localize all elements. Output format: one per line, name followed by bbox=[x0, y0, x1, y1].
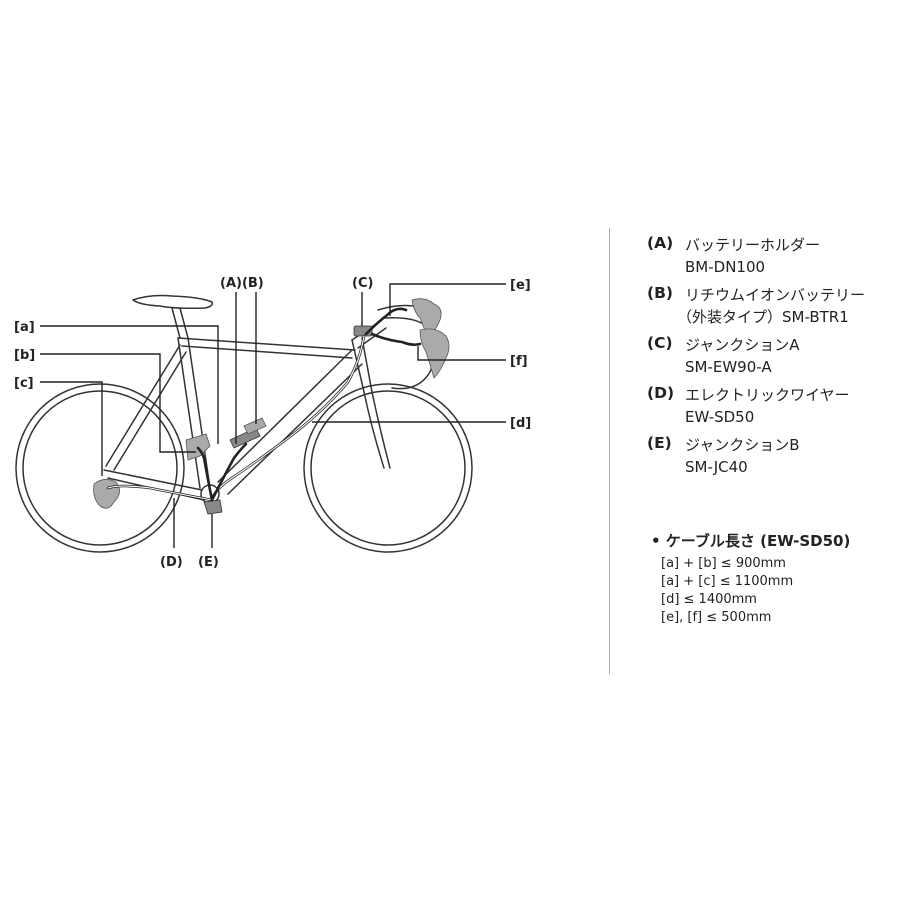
cable-spec: [a] + [b] ≤ 900mm bbox=[661, 556, 786, 571]
legend-item-d: (D) エレクトリックワイヤー EW-SD50 bbox=[647, 384, 897, 428]
cable-spec: [e], [f] ≤ 500mm bbox=[661, 610, 772, 625]
legend-model: BM-DN100 bbox=[685, 258, 766, 276]
cable-length-title: • ケーブル長さ (EW-SD50) bbox=[651, 532, 851, 550]
leader-lines bbox=[40, 283, 506, 548]
label-d-upper: (D) bbox=[160, 555, 183, 570]
front-wheel bbox=[303, 383, 473, 553]
label-d: [d] bbox=[510, 416, 531, 431]
legend-model: EW-SD50 bbox=[685, 408, 755, 426]
legend-code: (B) bbox=[647, 284, 673, 302]
cable-spec: [d] ≤ 1400mm bbox=[661, 592, 757, 607]
legend-item-b: (B) リチウムイオンバッテリー （外装タイプ）SM-BTR1 bbox=[647, 284, 897, 328]
legend-model: SM-JC40 bbox=[685, 458, 748, 476]
rear-derailleur bbox=[93, 479, 120, 509]
legend-model: （外装タイプ）SM-BTR1 bbox=[677, 308, 849, 326]
cable-spec: [a] + [c] ≤ 1100mm bbox=[661, 574, 794, 589]
label-c: (C) bbox=[352, 276, 373, 291]
label-e: [e] bbox=[510, 278, 531, 293]
legend-name: ジャンクションB bbox=[685, 436, 800, 454]
label-f: [f] bbox=[510, 354, 528, 369]
legend-item-e: (E) ジャンクションB SM-JC40 bbox=[647, 434, 897, 478]
legend-name: ジャンクションA bbox=[685, 336, 800, 354]
label-b: [b] bbox=[14, 348, 35, 363]
legend-code: (A) bbox=[647, 234, 674, 252]
legend-model: SM-EW90-A bbox=[685, 358, 772, 376]
label-a-b: (A)(B) bbox=[220, 276, 264, 291]
label-c-small: [c] bbox=[14, 376, 34, 391]
right-shift-lever bbox=[419, 328, 450, 379]
legend-code: (D) bbox=[647, 384, 675, 402]
rear-wheel bbox=[15, 383, 185, 553]
legend-name: リチウムイオンバッテリー bbox=[685, 286, 866, 304]
legend-item-c: (C) ジャンクションA SM-EW90-A bbox=[647, 334, 897, 378]
cable-length-specs: • ケーブル長さ (EW-SD50) [a] + [b] ≤ 900mm [a]… bbox=[651, 530, 891, 627]
legend-code: (E) bbox=[647, 434, 672, 452]
electric-wires bbox=[106, 307, 422, 502]
legend-code: (C) bbox=[647, 334, 673, 352]
legend-item-a: (A) バッテリーホルダー BM-DN100 bbox=[647, 234, 897, 278]
label-e-upper: (E) bbox=[198, 555, 219, 570]
junction-b bbox=[203, 499, 223, 515]
legend-name: バッテリーホルダー bbox=[685, 236, 821, 254]
diagram-labels: (A)(B) (C) [a] [b] [c] [e] [f] [d] (D) (… bbox=[14, 276, 531, 570]
vertical-divider bbox=[609, 228, 610, 674]
parts-legend: (A) バッテリーホルダー BM-DN100 (B) リチウムイオンバッテリー … bbox=[647, 234, 897, 484]
legend-name: エレクトリックワイヤー bbox=[685, 386, 850, 404]
label-a: [a] bbox=[14, 320, 35, 335]
